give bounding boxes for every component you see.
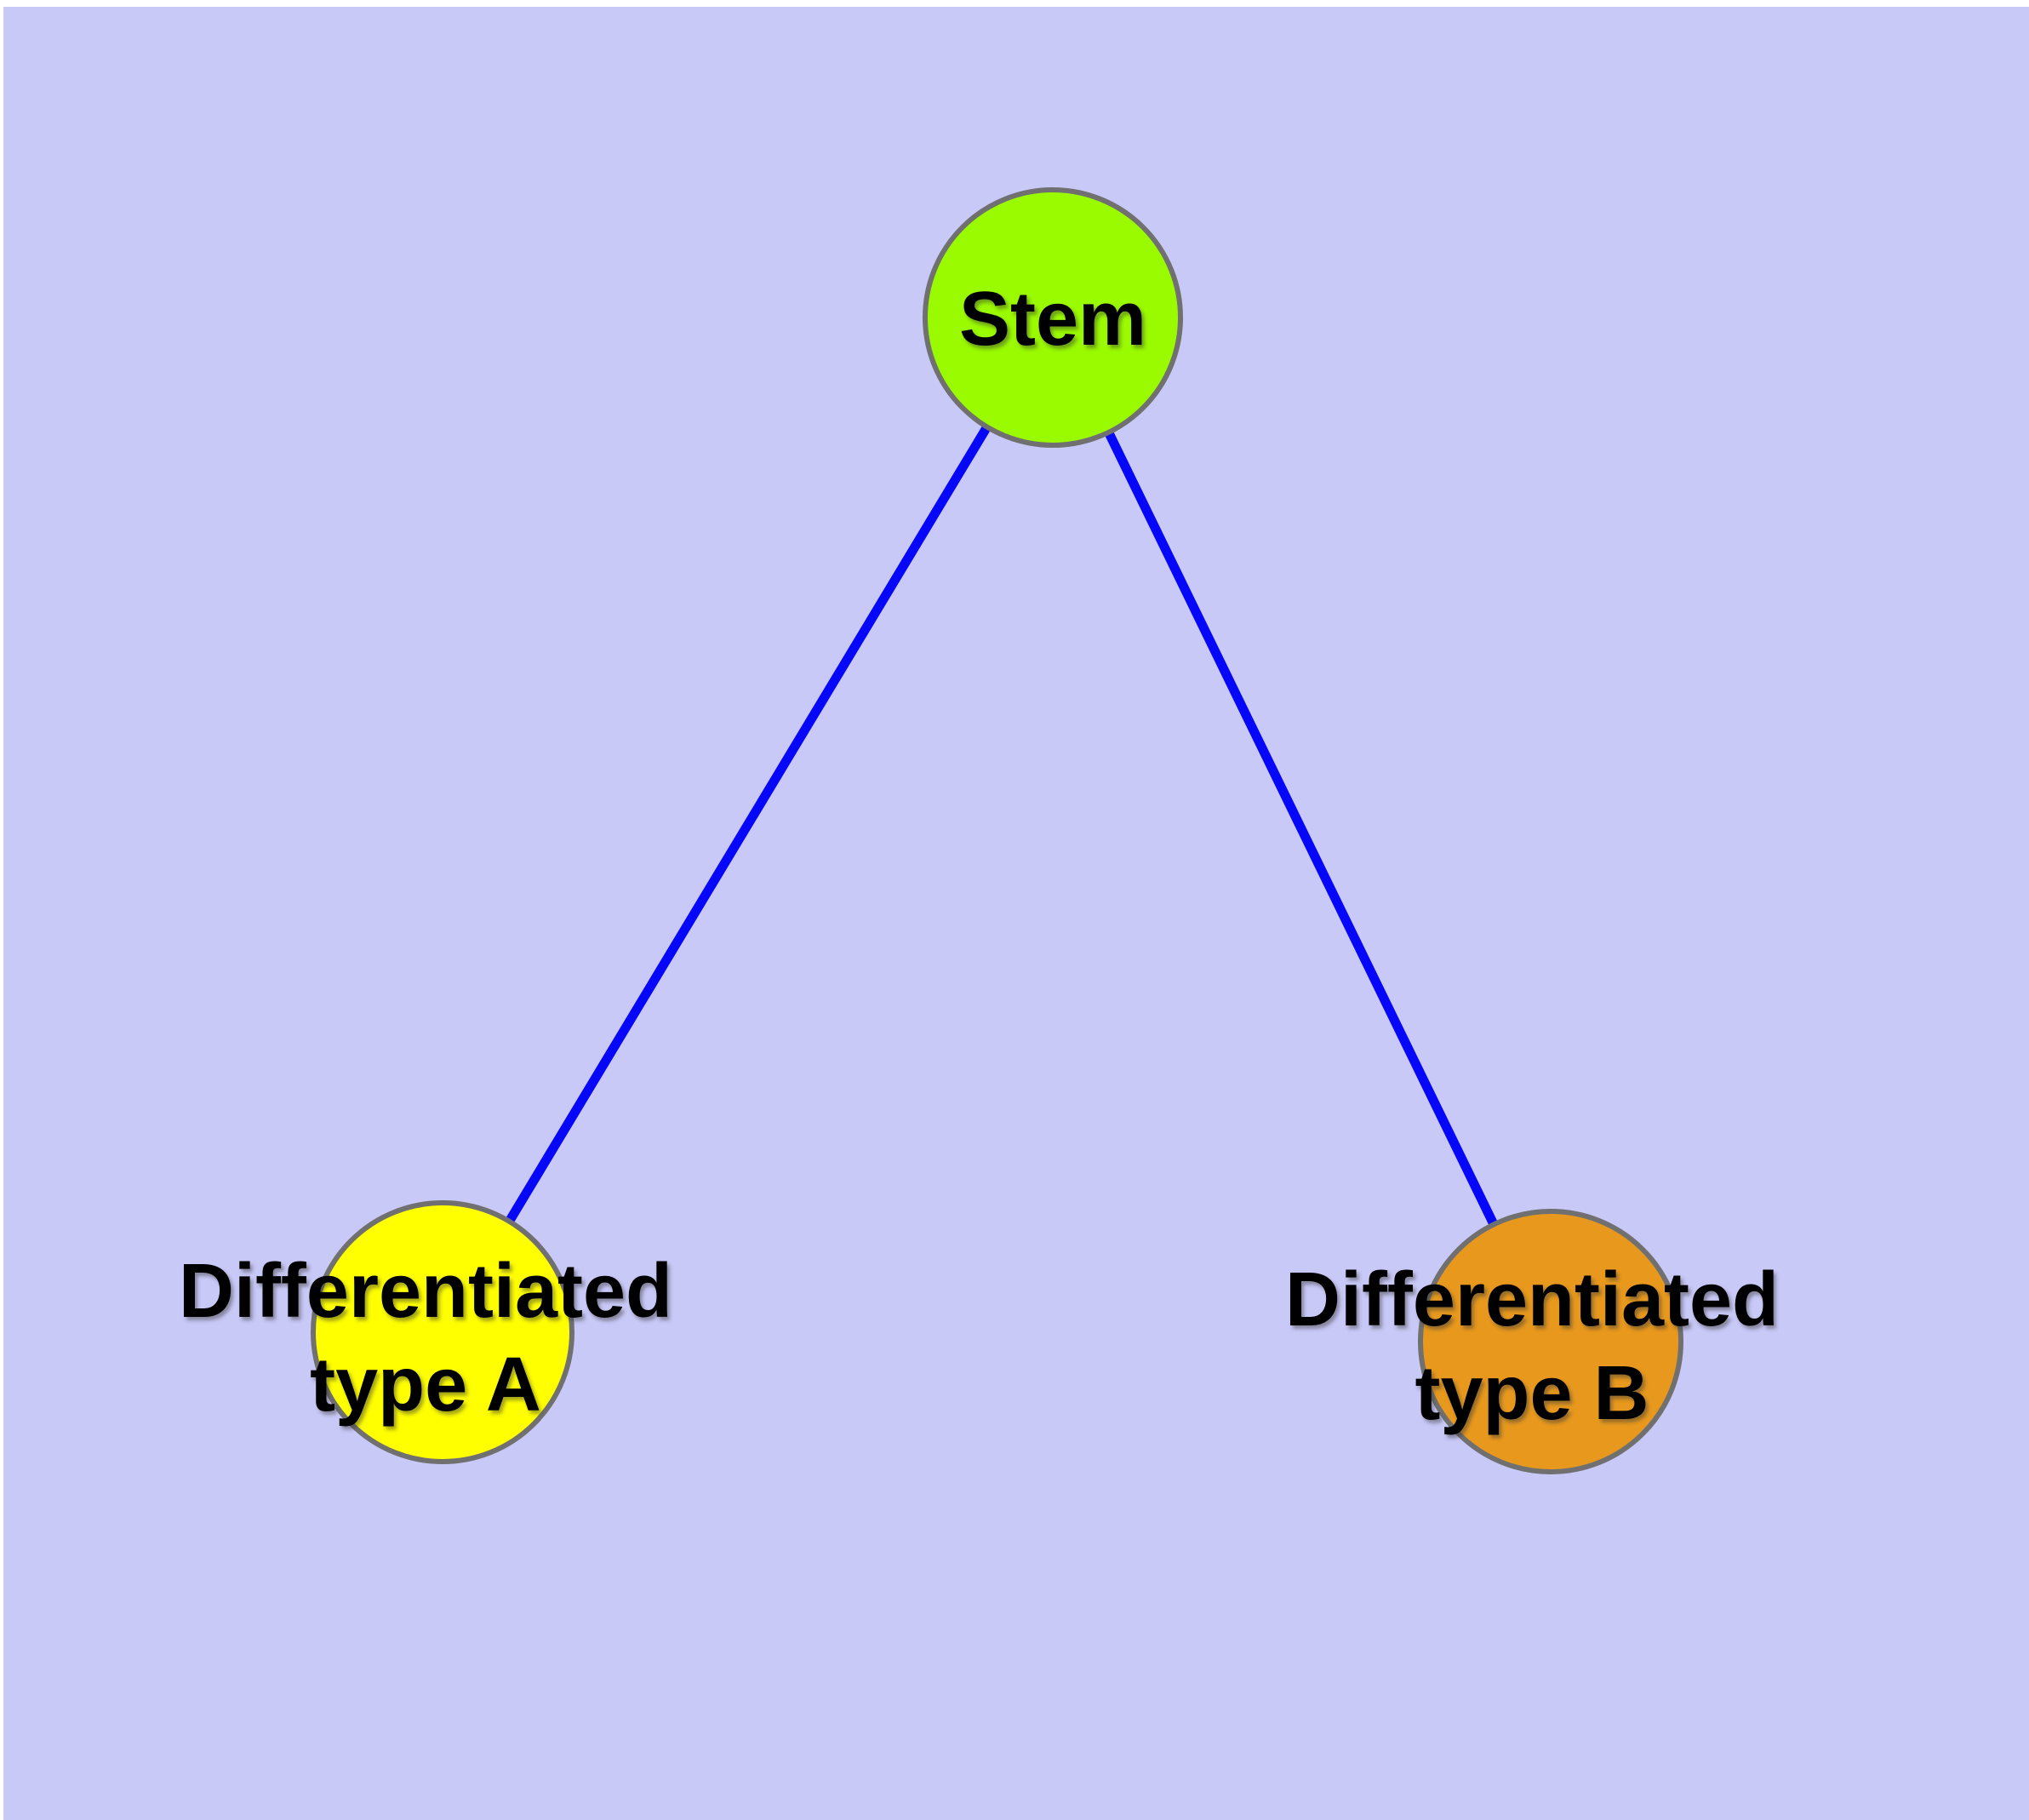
node-type-b-label-line2: type B xyxy=(1415,1351,1649,1436)
node-type-b-circle xyxy=(1418,1209,1683,1474)
edge-stem-to-type-b xyxy=(1049,315,1555,1344)
node-type-a-label-line2: type A xyxy=(310,1342,541,1428)
node-type-a-label-line1: Differentiated xyxy=(179,1249,672,1334)
node-type-a-label: Differentiated type A xyxy=(179,1249,672,1428)
node-stem-circle xyxy=(923,187,1183,448)
node-type-b-label-line1: Differentiated xyxy=(1285,1257,1779,1342)
node-type-a-circle xyxy=(311,1200,574,1464)
node-type-b-label: Differentiated type B xyxy=(1285,1257,1779,1436)
edge-stem-to-type-a xyxy=(438,315,1057,1335)
node-stem-label: Stem xyxy=(959,277,1146,362)
